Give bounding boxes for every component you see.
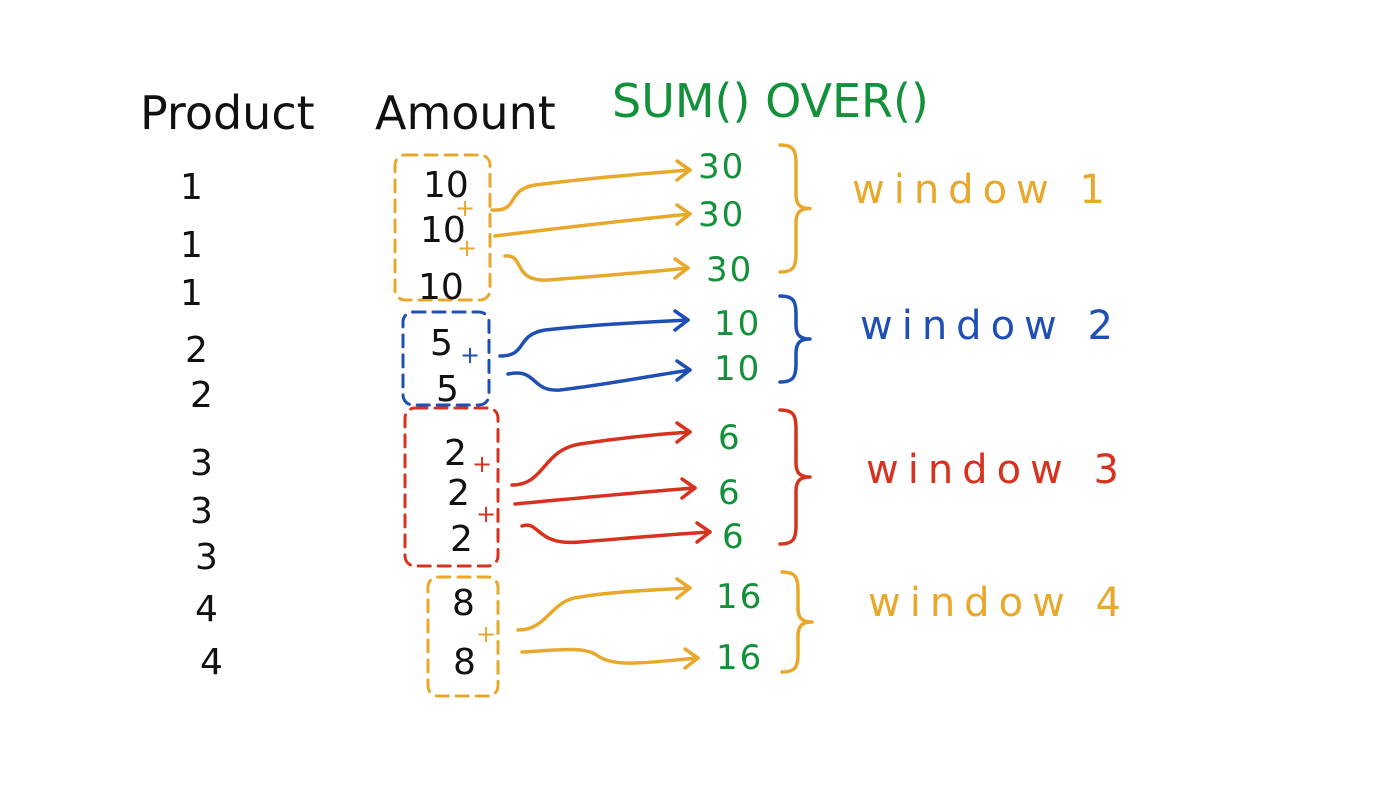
amount-value: 8 (453, 642, 476, 683)
plus-sign: + (455, 194, 476, 222)
plus-sign: + (460, 341, 481, 369)
arrow-9 (516, 586, 692, 632)
window-4-brace (780, 570, 814, 674)
window-sum-value: 16 (716, 638, 764, 678)
amount-value: 2 (447, 473, 470, 514)
product-value: 1 (180, 225, 203, 266)
window-sum-value: 30 (698, 195, 746, 235)
plus-sign: + (457, 234, 478, 262)
arrow-1 (490, 168, 692, 212)
product-header: Product (140, 86, 315, 140)
window-3-dashed-box (403, 406, 500, 568)
arrow-6 (510, 430, 692, 487)
window-label: window 1 (852, 167, 1114, 213)
window-label: window 2 (860, 303, 1122, 349)
window-sum-value: 6 (718, 473, 742, 513)
window-sum-value: 6 (718, 418, 742, 458)
window-sum-value: 10 (714, 349, 762, 389)
product-value: 1 (180, 273, 203, 314)
window-3-brace (778, 408, 812, 546)
arrow-5-head (675, 359, 692, 382)
arrow-10-head (683, 647, 700, 670)
window-sum-value: 10 (714, 304, 762, 344)
arrow-1-head (675, 159, 692, 182)
plus-sign: + (476, 620, 497, 648)
arrow-2-head (675, 203, 692, 226)
product-value: 2 (190, 375, 213, 416)
arrow-8-head (695, 521, 712, 544)
amount-value: 10 (423, 165, 469, 206)
arrow-4-head (673, 309, 690, 332)
arrow-5 (506, 368, 692, 392)
amount-value: 8 (452, 583, 475, 624)
window-sum-value: 6 (722, 517, 746, 557)
arrow-6-head (675, 421, 692, 444)
amount-value: 10 (420, 210, 466, 251)
amount-value: 10 (418, 267, 464, 308)
arrow-10 (520, 647, 700, 665)
sum-over-header: SUM() OVER() (612, 74, 929, 128)
window-2-dashed-box (401, 310, 491, 407)
product-value: 4 (200, 642, 223, 683)
amount-value: 2 (450, 519, 473, 560)
amount-value: 2 (444, 433, 467, 474)
window-sum-value: 30 (706, 250, 754, 290)
arrow-3-head (673, 257, 690, 280)
plus-sign: + (472, 450, 493, 478)
arrow-8 (520, 523, 712, 545)
arrow-9-head (675, 577, 692, 600)
window-1-brace (778, 143, 812, 274)
window-sum-value: 30 (698, 147, 746, 187)
product-value: 2 (185, 330, 208, 371)
window-label: window 3 (866, 447, 1128, 493)
window-1-dashed-box (393, 153, 492, 302)
product-value: 1 (180, 167, 203, 208)
window-4-dashed-box (426, 575, 500, 698)
window-sum-value: 16 (716, 577, 764, 617)
amount-value: 5 (436, 369, 459, 410)
arrow-4 (498, 318, 690, 358)
product-value: 3 (190, 443, 213, 484)
product-value: 3 (190, 491, 213, 532)
window-label: window 4 (868, 580, 1130, 626)
window-2-brace (778, 294, 812, 384)
plus-sign: + (476, 500, 497, 528)
arrow-3 (503, 254, 690, 282)
arrow-7 (513, 486, 697, 506)
arrow-7-head (680, 477, 697, 500)
product-value: 4 (195, 589, 218, 630)
amount-value: 5 (430, 323, 453, 364)
arrow-2 (493, 212, 692, 238)
product-value: 3 (195, 537, 218, 578)
amount-header: Amount (375, 86, 556, 140)
